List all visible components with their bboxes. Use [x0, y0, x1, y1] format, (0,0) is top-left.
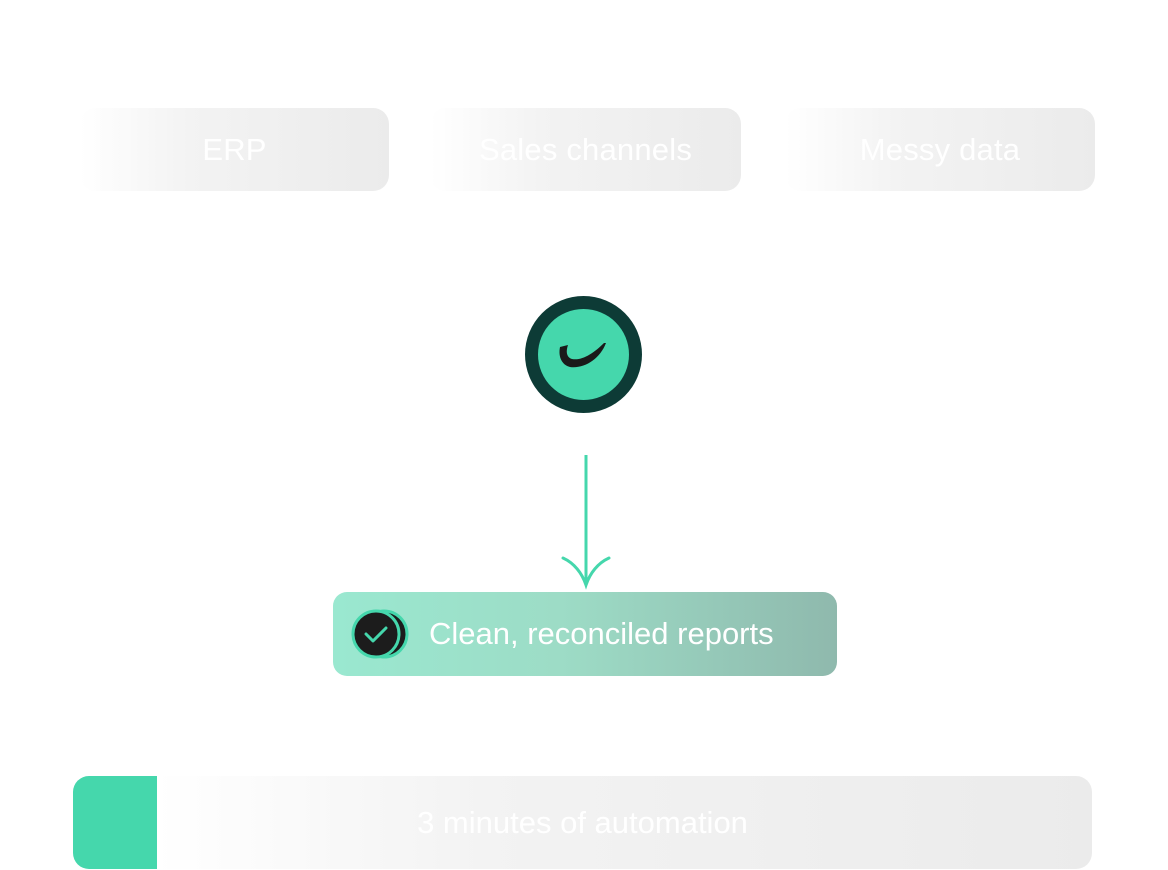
arrow-down-icon	[561, 455, 611, 590]
source-label-sales-channels: Sales channels	[478, 131, 693, 167]
result-pill: Clean, reconciled reports	[333, 592, 837, 676]
brand-mark-icon	[558, 342, 606, 367]
progress-fill	[73, 776, 157, 869]
source-pill-erp: ERP	[80, 108, 389, 191]
check-circle-icon	[351, 609, 409, 659]
brand-logo-icon	[525, 296, 642, 413]
result-label: Clean, reconciled reports	[429, 616, 774, 651]
source-pill-messy-data: Messy data	[785, 108, 1095, 191]
source-label-messy-data: Messy data	[859, 131, 1021, 167]
brand-logo-inner	[538, 309, 629, 400]
progress-label: 3 minutes of automation	[417, 805, 748, 840]
source-label-erp: ERP	[202, 131, 267, 167]
automation-progress-bar: 3 minutes of automation	[73, 776, 1092, 869]
source-pill-sales-channels: Sales channels	[430, 108, 741, 191]
